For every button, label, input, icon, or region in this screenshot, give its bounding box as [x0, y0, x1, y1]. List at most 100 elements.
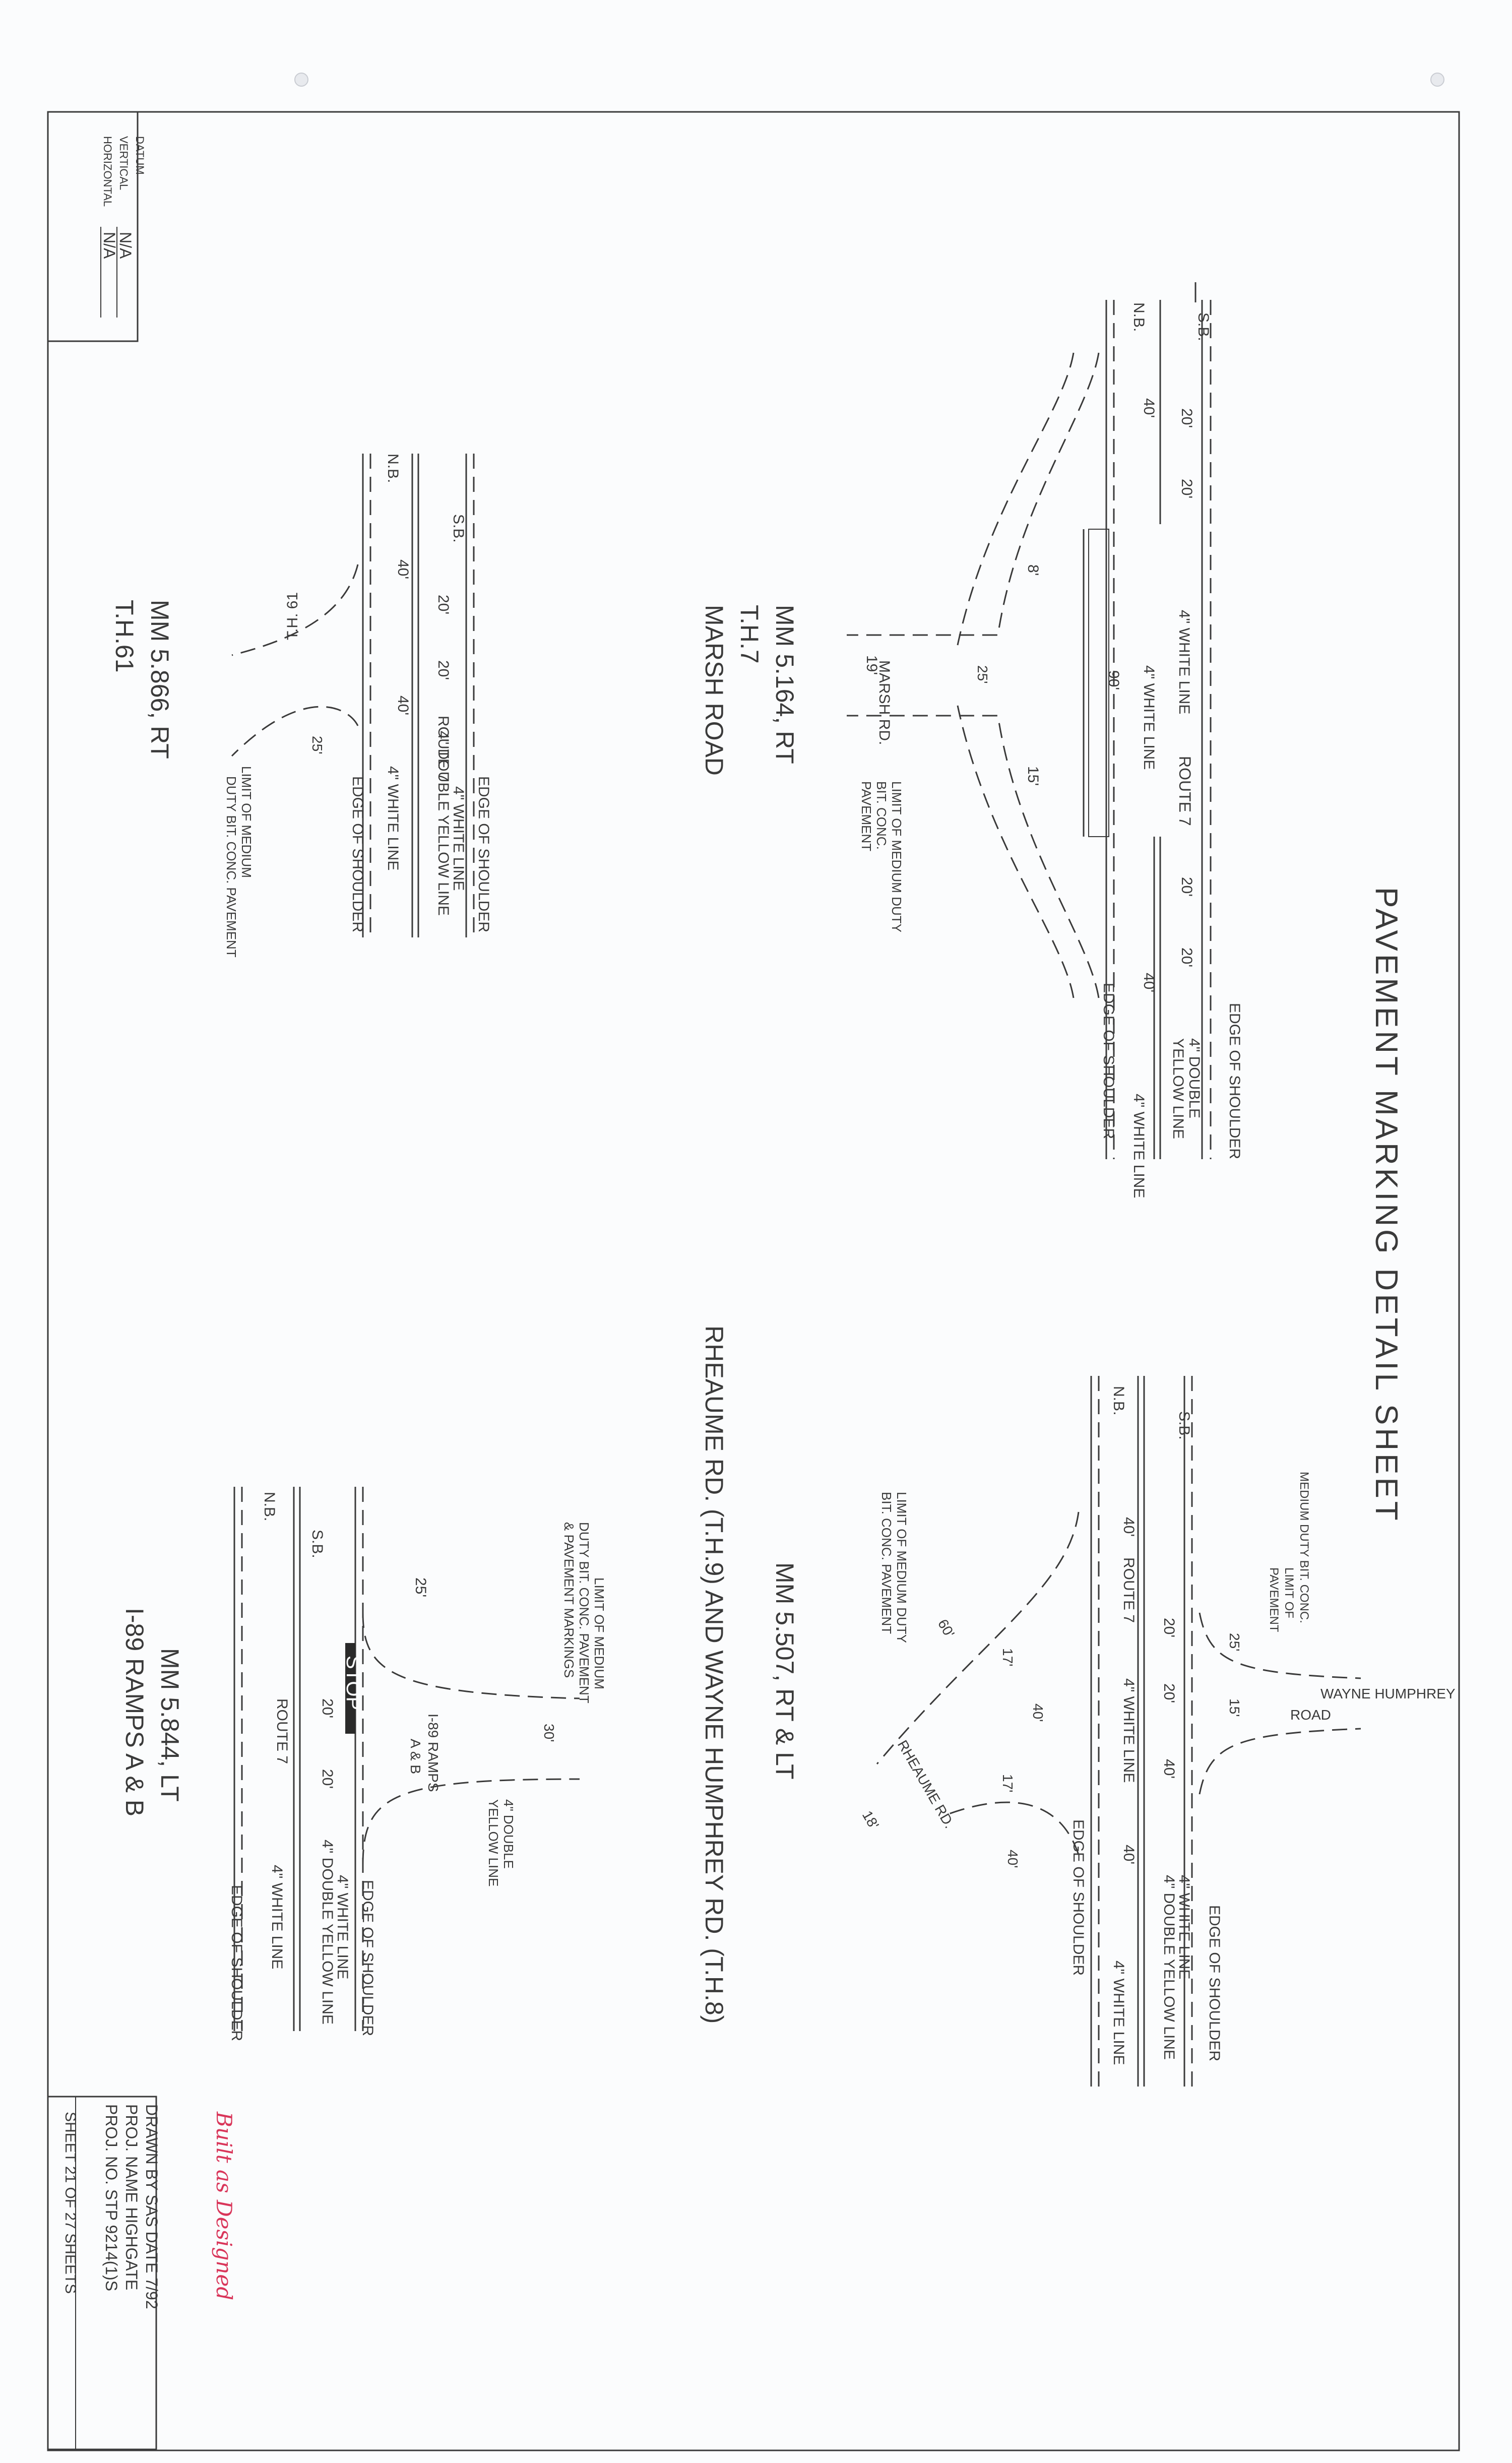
svg-text:DUTY BIT. CONC. PAVEMENT: DUTY BIT. CONC. PAVEMENT [577, 1522, 592, 1703]
svg-text:20': 20' [319, 1698, 336, 1718]
svg-text:PAVEMENT: PAVEMENT [859, 781, 874, 851]
svg-text:N.B.: N.B. [1110, 1386, 1127, 1415]
stop-bar [345, 1643, 355, 1734]
svg-text:90': 90' [1105, 670, 1122, 690]
binder-hole [294, 73, 308, 87]
svg-text:LIMIT OF MEDIUM: LIMIT OF MEDIUM [239, 766, 254, 878]
svg-text:I-89 RAMPS: I-89 RAMPS [425, 1714, 441, 1792]
svg-text:19': 19' [863, 655, 880, 675]
title-block: DRAWN BY SAS DATE 7/92 PROJ. NAME HIGHGA… [47, 2096, 161, 2450]
svg-text:4" WHITE LINE: 4" WHITE LINE [450, 786, 467, 891]
svg-text:17': 17' [1000, 1648, 1016, 1667]
svg-text:MM 5.844, LT: MM 5.844, LT [156, 1648, 184, 1802]
svg-text:DUTY BIT. CONC. PAVEMENT: DUTY BIT. CONC. PAVEMENT [224, 776, 239, 958]
svg-text:DATUM: DATUM [134, 136, 146, 175]
svg-text:ROUTE 7: ROUTE 7 [1176, 756, 1194, 826]
svg-text:4" WHITE LINE: 4" WHITE LINE [385, 766, 401, 870]
svg-text:SHEET 21 OF 27 SHEETS: SHEET 21 OF 27 SHEETS [62, 2112, 79, 2294]
svg-text:40': 40' [395, 559, 411, 579]
svg-text:N.B.: N.B. [261, 1492, 278, 1521]
svg-text:20': 20' [1178, 948, 1195, 967]
svg-text:60': 60' [935, 1617, 958, 1640]
svg-text:EDGE OF SHOULDER: EDGE OF SHOULDER [1226, 1003, 1243, 1159]
svg-text:40': 40' [1141, 973, 1157, 992]
svg-text:PROJ. NAME HIGHGATE: PROJ. NAME HIGHGATE [122, 2104, 141, 2290]
svg-text:4" WHITE LINE: 4" WHITE LINE [1176, 1875, 1192, 1979]
svg-text:20': 20' [435, 660, 452, 680]
svg-text:N.B.: N.B. [385, 454, 401, 483]
svg-text:40': 40' [1005, 1850, 1021, 1868]
svg-text:40': 40' [1120, 1845, 1137, 1864]
svg-text:S.B.: S.B. [1195, 312, 1212, 341]
svg-text:40': 40' [1120, 1517, 1137, 1537]
binder-hole [1430, 73, 1444, 87]
svg-text:EDGE OF SHOULDER: EDGE OF SHOULDER [475, 776, 492, 932]
svg-text:20': 20' [1178, 479, 1195, 498]
svg-text:WAYNE HUMPHREY: WAYNE HUMPHREY [1320, 1686, 1456, 1701]
svg-text:YELLOW LINE: YELLOW LINE [486, 1799, 501, 1886]
svg-text:ROUTE 7: ROUTE 7 [1120, 1557, 1137, 1623]
svg-text:4" DOUBLE YELLOW LINE: 4" DOUBLE YELLOW LINE [435, 731, 452, 916]
svg-text:4" WHITE LINE: 4" WHITE LINE [1120, 1678, 1137, 1783]
svg-text:4" DOUBLE: 4" DOUBLE [1186, 1038, 1203, 1118]
svg-text:40': 40' [1161, 1759, 1177, 1779]
svg-text:N/A: N/A [116, 232, 135, 259]
svg-text:LIMIT OF MEDIUM DUTY: LIMIT OF MEDIUM DUTY [894, 1492, 909, 1643]
svg-text:N.B.: N.B. [1130, 302, 1147, 332]
svg-text:LIMIT OF: LIMIT OF [1282, 1567, 1296, 1618]
svg-text:20': 20' [319, 1769, 336, 1789]
svg-text:4" WHITE LINE: 4" WHITE LINE [1141, 665, 1157, 770]
svg-text:MM 5.866, RT: MM 5.866, RT [146, 600, 174, 759]
svg-text:RHEAUME RD.: RHEAUME RD. [895, 1738, 958, 1831]
svg-text:LIMIT OF MEDIUM: LIMIT OF MEDIUM [592, 1577, 607, 1689]
svg-text:20': 20' [1161, 1618, 1177, 1637]
svg-text:MM 5.507, RT & LT: MM 5.507, RT & LT [771, 1562, 799, 1780]
svg-text:& PAVEMENT MARKINGS: & PAVEMENT MARKINGS [561, 1522, 577, 1678]
svg-text:4" WHITE LINE: 4" WHITE LINE [334, 1875, 351, 1979]
svg-text:EDGE OF SHOULDER: EDGE OF SHOULDER [359, 1880, 376, 2036]
svg-text:PAVEMENT: PAVEMENT [1267, 1567, 1281, 1632]
svg-text:I-89 RAMPS A & B: I-89 RAMPS A & B [120, 1608, 149, 1816]
svg-text:30': 30' [541, 1724, 557, 1742]
svg-text:T.H.61: T.H.61 [110, 600, 139, 673]
svg-text:20': 20' [435, 595, 452, 614]
sheet-title: PAVEMENT MARKING DETAIL SHEET [1369, 887, 1404, 1524]
svg-text:ROUTE 7: ROUTE 7 [274, 1698, 290, 1764]
rheaume-detail: S.B. N.B. 40' ROUTE 7 20' 20' 4" WHITE L… [700, 1325, 1456, 2087]
built-as-designed-stamp: Built as Designed [212, 2111, 236, 2300]
datum-box: DATUM VERTICAL HORIZONTAL N/A N/A [47, 111, 146, 342]
svg-text:T.H. 61: T.H. 61 [284, 592, 301, 640]
svg-text:17': 17' [1000, 1774, 1016, 1793]
svg-text:MARSH RD.: MARSH RD. [876, 660, 893, 745]
svg-text:YELLOW LINE: YELLOW LINE [1170, 1038, 1186, 1139]
svg-text:ROAD: ROAD [1290, 1707, 1331, 1723]
svg-text:40': 40' [395, 696, 411, 715]
svg-text:25': 25' [975, 665, 990, 684]
svg-text:S.B.: S.B. [1176, 1411, 1192, 1440]
svg-text:EDGE OF SHOULDER: EDGE OF SHOULDER [1206, 1905, 1223, 2061]
i89-detail: STOP S.B. N.B. 25' I-89 RAMPS A & B 30' … [120, 1487, 607, 2041]
svg-text:HORIZONTAL: HORIZONTAL [101, 136, 114, 207]
svg-text:4" WHITE LINE: 4" WHITE LINE [1176, 610, 1192, 714]
svg-text:MARSH ROAD: MARSH ROAD [700, 605, 728, 776]
sheet-border [47, 111, 1460, 2451]
svg-text:25': 25' [412, 1577, 429, 1597]
svg-text:4" DOUBLE YELLOW LINE: 4" DOUBLE YELLOW LINE [1161, 1875, 1177, 2060]
svg-text:EDGE OF SHOULDER: EDGE OF SHOULDER [228, 1885, 245, 2041]
svg-text:MEDIUM DUTY BIT. CONC.: MEDIUM DUTY BIT. CONC. [1297, 1472, 1311, 1623]
svg-text:20': 20' [1178, 877, 1195, 897]
svg-text:4" DOUBLE: 4" DOUBLE [501, 1799, 516, 1869]
svg-text:40': 40' [1141, 398, 1157, 418]
svg-text:15': 15' [1025, 766, 1041, 786]
svg-text:EDGE OF SHOULDER: EDGE OF SHOULDER [349, 776, 366, 932]
svg-text:20': 20' [1161, 1683, 1177, 1703]
svg-text:PROJ. NO. STP 9214(1)S: PROJ. NO. STP 9214(1)S [102, 2104, 120, 2291]
svg-text:4" WHITE LINE: 4" WHITE LINE [269, 1865, 285, 1969]
svg-text:DRAWN BY SAS DATE 7/92: DRAWN BY SAS DATE 7/92 [143, 2104, 161, 2309]
svg-text:EDGE OF SHOULDER: EDGE OF SHOULDER [1070, 1819, 1087, 1976]
svg-text:25': 25' [1227, 1633, 1242, 1652]
svg-text:4" DOUBLE YELLOW LINE: 4" DOUBLE YELLOW LINE [319, 1840, 336, 2025]
svg-text:20': 20' [1178, 408, 1195, 428]
svg-text:MM 5.164, RT: MM 5.164, RT [771, 605, 799, 764]
